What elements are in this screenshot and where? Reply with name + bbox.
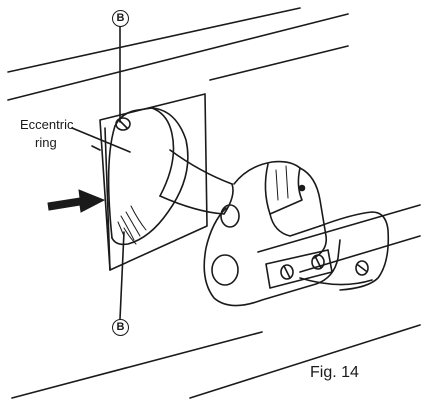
eccentric-label: Eccentric (20, 117, 74, 132)
eccentric-ring (107, 107, 189, 246)
clamp-block (203, 160, 341, 307)
leader-lines (71, 26, 131, 320)
push-arrow-icon (47, 189, 106, 213)
figure-caption: Fig. 14 (310, 364, 359, 381)
marker-b-bottom: B (112, 319, 129, 336)
frame-rails (7, 7, 421, 399)
clamp-screws (265, 249, 369, 289)
connecting-arm (159, 149, 234, 215)
ring-label: ring (35, 135, 57, 150)
bracket-plate (99, 93, 208, 271)
shaft (299, 211, 390, 291)
marker-b-top: B (112, 10, 129, 27)
